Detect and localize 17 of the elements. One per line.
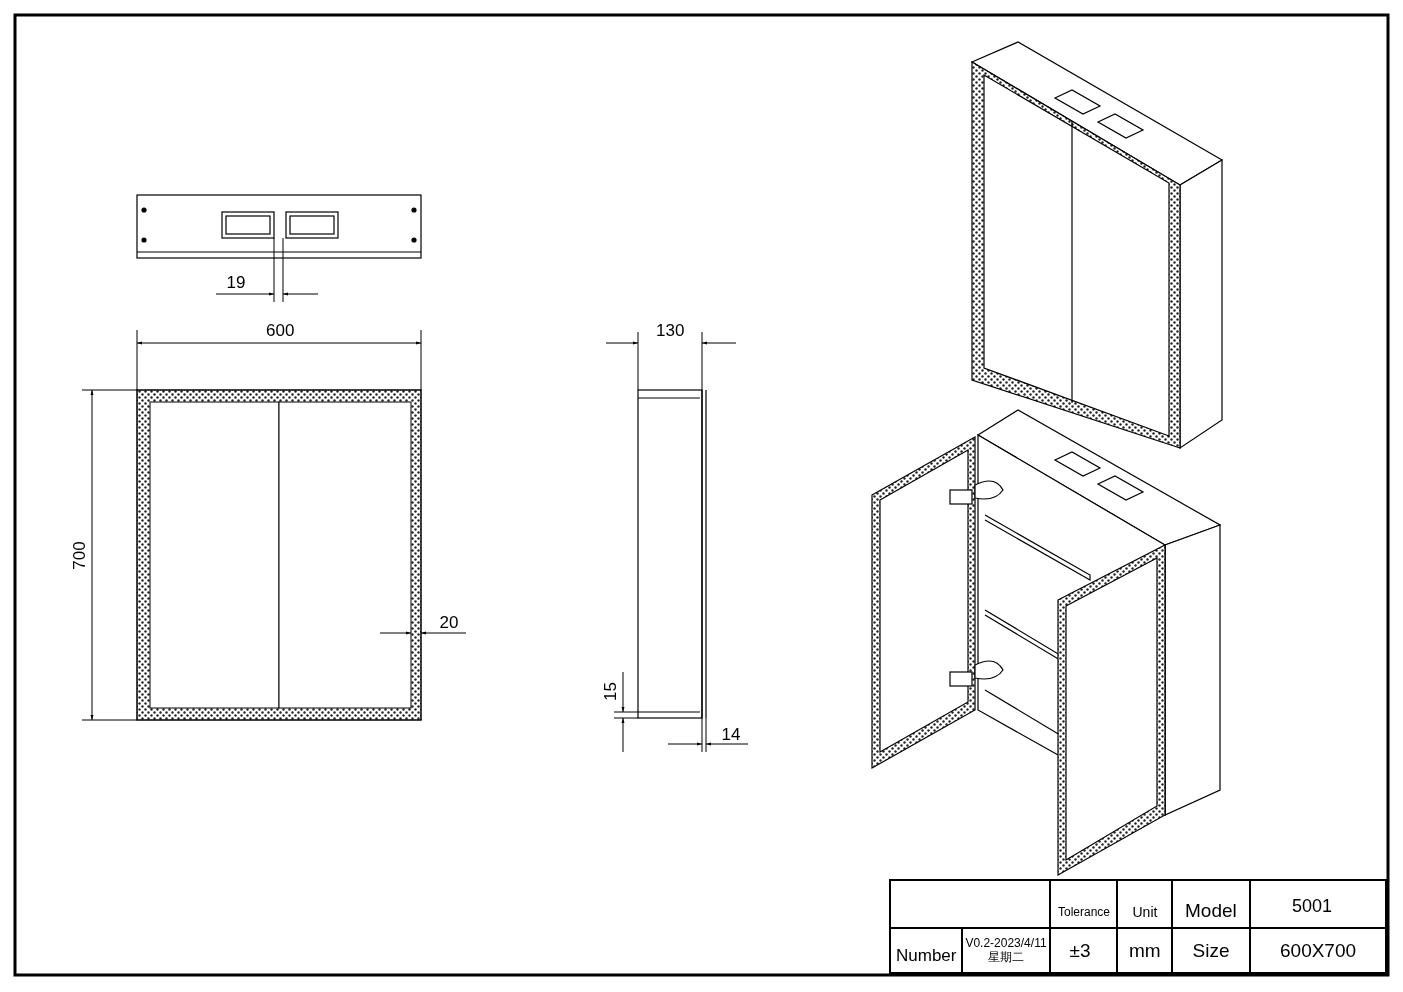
dimension-label: 700 (70, 540, 88, 570)
title-block-text: mm (1129, 940, 1161, 960)
dimension-label: 15 (601, 681, 619, 701)
dimension-label: 20 (439, 613, 459, 631)
title-block-text: Unit (1132, 905, 1158, 919)
title-block-text: Number (896, 946, 957, 964)
dimension-label: 19 (226, 273, 246, 291)
title-block-text: Tolerance (1058, 906, 1111, 918)
dimension-label: 14 (721, 725, 741, 743)
title-block-text: ±3 (1069, 940, 1091, 960)
title-block-text: 600X700 (1280, 940, 1357, 960)
title-block-text: V0.2-2023/4/11 星期二 (964, 937, 1048, 965)
title-block-text: Model (1185, 900, 1237, 920)
title-block-text: 5001 (1292, 897, 1333, 915)
dimension-label: 130 (656, 321, 685, 339)
dimension-label: 600 (266, 321, 295, 339)
title-block-text: Size (1192, 940, 1230, 960)
